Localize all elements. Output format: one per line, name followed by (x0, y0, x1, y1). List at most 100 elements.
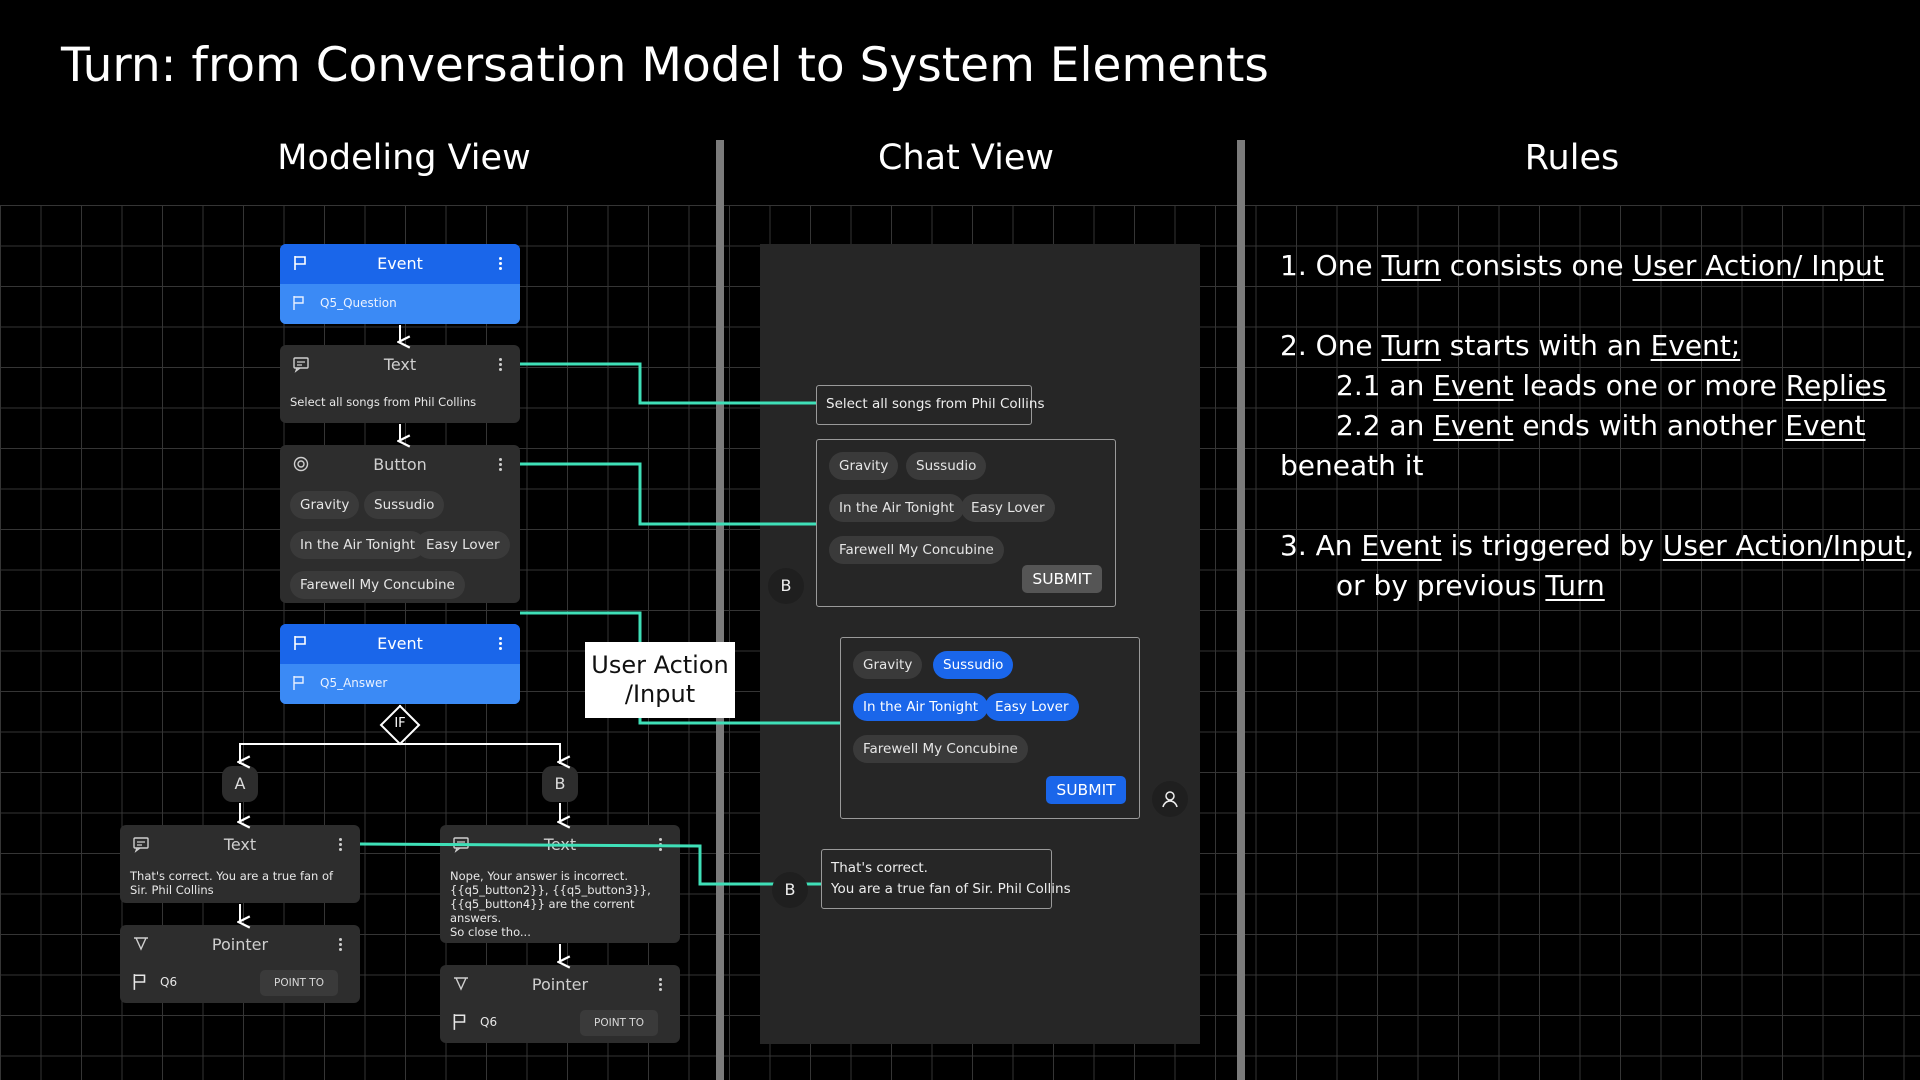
text-node-incorrect[interactable]: Text Nope, Your answer is incorrect. {{q… (440, 825, 680, 943)
pointer-node-header: Pointer (440, 965, 680, 1005)
reply-line: You are a true fan of Sir. Phil Collins (831, 881, 1071, 897)
flag-icon (293, 676, 304, 690)
radio-button-icon (293, 456, 309, 472)
text-node-question[interactable]: Text Select all songs from Phil Collins (280, 345, 520, 423)
event-name: Q5_Answer (320, 676, 388, 690)
text-body: That's correct. You are a true fan of Si… (120, 865, 360, 897)
event-node-answer[interactable]: Event Q5_Answer (280, 624, 520, 704)
rule-2-1: 2.1 an Event leads one or more Replies (1336, 369, 1887, 402)
event-name: Q5_Question (320, 296, 397, 310)
button-node-header: Button (280, 445, 520, 485)
if-label: IF (394, 716, 406, 731)
page-title: Turn: from Conversation Model to System … (61, 38, 1269, 93)
flag-icon (294, 256, 306, 270)
chip-in-the-air-tonight[interactable]: In the Air Tonight (290, 531, 426, 559)
event-sub: Q5_Question (280, 284, 520, 324)
more-icon[interactable] (659, 978, 662, 991)
chip-gravity[interactable]: Gravity (290, 491, 360, 519)
user-submit-button[interactable]: SUBMIT (1046, 776, 1126, 804)
user-action-label: User Action /Input (585, 642, 735, 718)
selected-sussudio[interactable]: Sussudio (933, 651, 1014, 679)
pointer-node-b[interactable]: Pointer Q6 POINT TO (440, 965, 680, 1043)
option-easy-lover[interactable]: Easy Lover (961, 494, 1055, 522)
more-icon[interactable] (499, 358, 502, 371)
user-icon (1162, 791, 1178, 808)
rule-2-2: 2.2 an Event ends with another Event (1336, 409, 1866, 442)
selected-easy-lover[interactable]: Easy Lover (985, 693, 1079, 721)
rule-2-2-continued: beneath it (1280, 449, 1424, 482)
option-farewell[interactable]: Farewell My Concubine (829, 536, 1004, 564)
user-action-line: User Action (591, 651, 729, 679)
selected-farewell[interactable]: Farewell My Concubine (853, 735, 1028, 763)
text-body-line: So close tho... (450, 925, 531, 939)
text-body-line: Nope, Your answer is incorrect. (450, 869, 628, 883)
point-to-button[interactable]: POINT TO (260, 970, 338, 996)
bot-question-bubble: Select all songs from Phil Collins (816, 385, 1044, 425)
bot-avatar: B (768, 568, 804, 604)
bot-question-text: Select all songs from Phil Collins (826, 396, 1045, 412)
more-icon[interactable] (339, 838, 342, 851)
selected-gravity[interactable]: Gravity (853, 651, 923, 679)
text-node-header: Text (440, 825, 680, 865)
bot-options-bubble: Gravity Sussudio In the Air Tonight Easy… (816, 439, 1116, 607)
chat-view-heading: Chat View (878, 138, 1054, 178)
reply-line: That's correct. (831, 860, 928, 876)
more-icon[interactable] (499, 458, 502, 471)
pointer-target: Q6 (480, 1015, 498, 1029)
more-icon[interactable] (339, 938, 342, 951)
user-avatar (1152, 781, 1188, 817)
flag-icon (133, 974, 146, 990)
button-label: Button (373, 455, 427, 474)
flag-icon (453, 1014, 466, 1030)
text-body: Select all songs from Phil Collins (290, 395, 477, 409)
rules-heading: Rules (1524, 138, 1620, 178)
bot-avatar: B (772, 872, 808, 908)
text-label: Text (223, 835, 257, 854)
pointer-node-header: Pointer (120, 925, 360, 965)
pointer-icon (454, 977, 468, 991)
modeling-view-heading: Modeling View (277, 138, 531, 178)
text-body-line: {{q5_button4}} are the corrent answers. (450, 897, 635, 925)
text-label: Text (383, 355, 417, 374)
option-gravity[interactable]: Gravity (829, 452, 899, 480)
pointer-icon (134, 937, 148, 951)
text-node-header: Text (120, 825, 360, 865)
bot-reply-bubble: That's correct. You are a true fan of Si… (821, 849, 1071, 909)
pointer-label: Pointer (211, 935, 269, 954)
pointer-target: Q6 (160, 975, 178, 989)
option-in-the-air-tonight[interactable]: In the Air Tonight (829, 494, 965, 522)
selected-in-the-air-tonight[interactable]: In the Air Tonight (853, 693, 989, 721)
rule-3: 3. An Event is triggered by User Action/… (1280, 529, 1915, 562)
submit-button[interactable]: SUBMIT (1022, 565, 1102, 593)
event-node-header: Event (280, 244, 520, 284)
text-body-line: Sir. Phil Collins (130, 883, 214, 897)
pointer-label: Pointer (531, 975, 589, 994)
text-body-line: {{q5_button2}}, {{q5_button3}}, (450, 883, 651, 897)
chip-sussudio[interactable]: Sussudio (364, 491, 445, 519)
text-body: Nope, Your answer is incorrect. {{q5_but… (440, 865, 680, 939)
text-body-line: That's correct. You are a true fan of (130, 869, 334, 883)
event-label: Event (377, 634, 423, 653)
chip-farewell[interactable]: Farewell My Concubine (290, 571, 465, 599)
more-icon[interactable] (499, 257, 502, 270)
divider-left (716, 140, 724, 1080)
more-icon[interactable] (499, 637, 502, 650)
rule-2: 2. One Turn starts with an Event; (1280, 329, 1741, 362)
branch-a-badge: A (222, 766, 258, 802)
user-selection-bubble: Gravity Sussudio In the Air Tonight Easy… (840, 637, 1140, 819)
button-node[interactable]: Button Gravity Sussudio In the Air Tonig… (280, 445, 520, 603)
rule-3-continued: or by previous Turn (1336, 569, 1605, 602)
more-icon[interactable] (659, 838, 662, 851)
divider-right (1237, 140, 1245, 1080)
message-icon (293, 357, 309, 373)
pointer-node-a[interactable]: Pointer Q6 POINT TO (120, 925, 360, 1003)
event-label: Event (377, 254, 423, 273)
chip-easy-lover[interactable]: Easy Lover (416, 531, 510, 559)
point-to-button[interactable]: POINT TO (580, 1010, 658, 1036)
text-node-correct[interactable]: Text That's correct. You are a true fan … (120, 825, 360, 903)
message-icon (133, 837, 149, 853)
text-node-header: Text (280, 345, 520, 385)
user-action-line: /Input (624, 680, 696, 708)
option-sussudio[interactable]: Sussudio (906, 452, 987, 480)
event-node-question[interactable]: Event Q5_Question (280, 244, 520, 324)
